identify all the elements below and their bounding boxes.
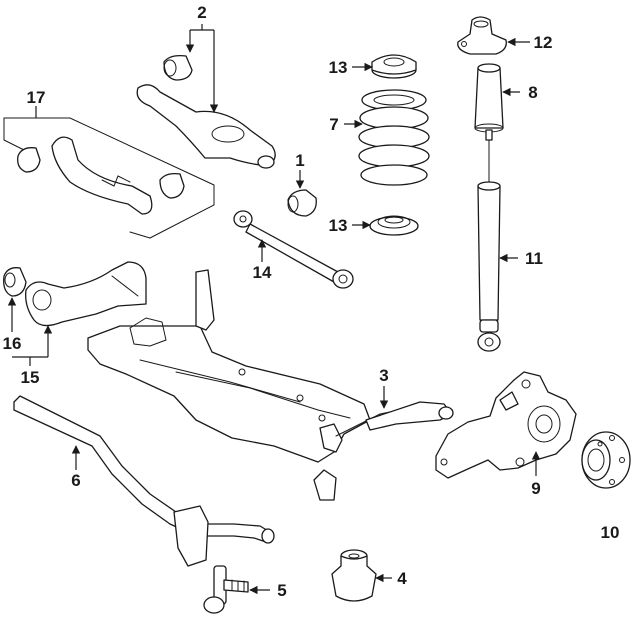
callout-14: 14 — [253, 263, 272, 282]
hub-bearing-part[interactable] — [581, 431, 631, 489]
stabilizer-link-part[interactable] — [203, 565, 249, 614]
callout-labels: 2 1 13 7 13 12 8 11 14 17 16 15 3 6 5 4 … — [3, 3, 620, 600]
leader-lines — [7, 24, 541, 595]
trailing-arm-bushing-part[interactable] — [3, 267, 27, 297]
callout-8: 8 — [528, 83, 537, 102]
trailing-arm-group[interactable] — [3, 117, 215, 239]
callout-17: 17 — [27, 88, 46, 107]
lower-spring-seat-part[interactable] — [369, 215, 419, 236]
callout-3: 3 — [379, 366, 388, 385]
shock-absorber-part[interactable] — [477, 129, 501, 352]
bushing-part[interactable] — [287, 189, 317, 217]
callout-9: 9 — [531, 479, 540, 498]
callout-6: 6 — [71, 471, 80, 490]
callout-13-lower: 13 — [329, 216, 348, 235]
callout-7: 7 — [329, 115, 338, 134]
dust-boot-part[interactable] — [474, 63, 504, 133]
lower-control-arm-part[interactable] — [136, 54, 276, 169]
callout-13-upper: 13 — [329, 58, 348, 77]
callout-4: 4 — [397, 569, 407, 588]
coil-spring-part[interactable] — [358, 89, 430, 186]
stabilizer-bar-part[interactable] — [13, 395, 275, 567]
callout-2: 2 — [197, 3, 206, 22]
strut-mount-part[interactable] — [457, 16, 507, 55]
callout-10: 10 — [601, 523, 620, 542]
callout-11: 11 — [525, 249, 543, 268]
callout-5: 5 — [277, 581, 286, 600]
trailing-arm-bracket-part[interactable] — [25, 261, 147, 327]
callout-1: 1 — [295, 151, 304, 170]
upper-spring-seat-part[interactable] — [371, 54, 417, 79]
lateral-link-part[interactable] — [233, 210, 354, 289]
callout-12: 12 — [534, 33, 553, 52]
mount-bushing-part[interactable] — [331, 549, 377, 602]
callout-15: 15 — [21, 368, 40, 387]
knuckle-part[interactable] — [435, 371, 577, 479]
callout-16: 16 — [3, 334, 22, 353]
subframe-part[interactable] — [87, 269, 454, 501]
